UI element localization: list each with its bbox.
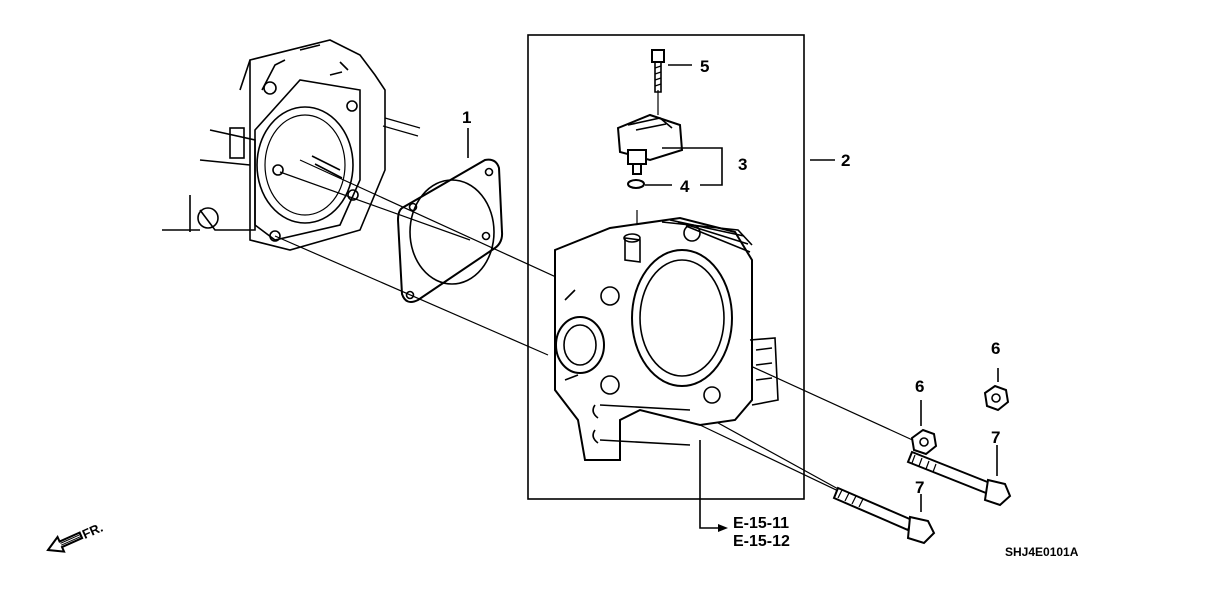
assembly-boundary-box (527, 34, 805, 500)
bolt-1 (906, 450, 1012, 507)
screw (651, 49, 665, 93)
flange-nut-1 (983, 384, 1010, 412)
callout-6-lower: 6 (915, 377, 924, 396)
callout-5: 5 (700, 57, 709, 76)
reference-e-15-11: E-15-11 (733, 515, 789, 532)
gasket (396, 158, 504, 303)
flange-nut-2 (910, 428, 938, 456)
callout-leaders (467, 64, 999, 529)
map-sensor (616, 113, 684, 175)
o-ring (627, 179, 645, 189)
throttle-body (554, 216, 779, 461)
intake-manifold (162, 39, 421, 251)
callout-7-lower: 7 (915, 478, 924, 497)
callout-7-upper: 7 (991, 428, 1000, 447)
callout-1: 1 (462, 108, 471, 127)
front-arrow-icon (46, 531, 84, 553)
front-indicator: FR. (46, 520, 105, 553)
reference-arrow (718, 524, 728, 532)
bolt-2 (832, 486, 936, 545)
callout-4: 4 (680, 177, 690, 196)
callout-3: 3 (738, 155, 747, 174)
drawing-code: SHJ4E0101A (1005, 545, 1079, 559)
front-label: FR. (80, 520, 105, 542)
callout-6-upper: 6 (991, 339, 1000, 358)
reference-e-15-12: E-15-12 (733, 533, 790, 550)
callout-2: 2 (841, 151, 850, 170)
